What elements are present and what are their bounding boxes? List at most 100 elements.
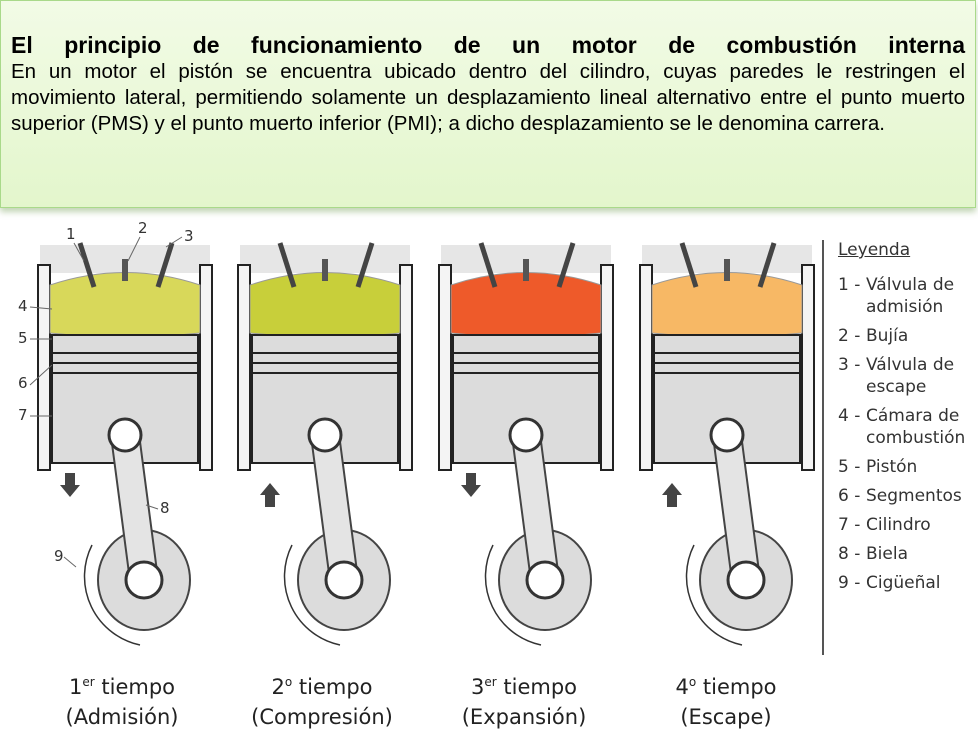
- stroke-number: 1: [68, 675, 83, 699]
- rotation-arc: [283, 544, 341, 646]
- rotation-arc: [83, 544, 141, 646]
- engine-cylinder-3: [438, 242, 614, 646]
- spark-plug: [322, 259, 328, 281]
- piston-direction-arrow: [461, 473, 481, 497]
- rotation-arc: [484, 544, 542, 646]
- legend-item: 8 -Biela: [838, 543, 978, 565]
- connecting-rod-fill: [312, 422, 357, 593]
- stroke-caption-3: 3er tiempo (Expansión): [424, 667, 624, 732]
- crank-pin: [525, 560, 565, 600]
- part-number-6: 6: [18, 374, 28, 392]
- combustion-chamber: [651, 272, 803, 338]
- legend-number: 4 -: [838, 406, 861, 426]
- legend-title: Leyenda: [838, 240, 911, 260]
- stroke-word: tiempo: [101, 675, 175, 699]
- legend-label: Cigüeñal: [866, 573, 941, 593]
- legend-item: 3 -Válvula de escape: [838, 354, 978, 398]
- legend-number: 7 -: [838, 515, 861, 535]
- stroke-ordinal: o: [284, 675, 293, 689]
- legend: Leyenda 1 -Válvula de admisión 2 -Bujía …: [838, 240, 978, 601]
- combustion-chamber: [49, 272, 201, 338]
- legend-label: Pistón: [866, 457, 918, 477]
- part-number-8: 8: [160, 499, 170, 517]
- cylinder-wall-left: [639, 264, 653, 471]
- exhaust-valve: [556, 242, 576, 288]
- slide-title: El principio de funcionamiento de un mot…: [11, 32, 965, 58]
- stroke-ordinal: er: [82, 675, 95, 689]
- connecting-rod-fill: [112, 422, 157, 593]
- intake-valve: [77, 242, 97, 288]
- piston-direction-arrow: [260, 483, 280, 507]
- engine-cylinder-1: [37, 242, 213, 646]
- legend-label: Cámara de combustión: [866, 406, 966, 448]
- legend-number: 2 -: [838, 326, 861, 346]
- stroke-caption-4: 4o tiempo (Escape): [626, 667, 826, 732]
- piston-pin: [107, 417, 143, 453]
- spark-plug: [724, 259, 730, 281]
- legend-divider: [822, 240, 824, 655]
- spark-plug: [523, 259, 529, 281]
- piston-direction-arrow: [60, 473, 80, 497]
- legend-label: Segmentos: [866, 486, 962, 506]
- stroke-caption-2: 2o tiempo (Compresión): [222, 667, 422, 732]
- intro-text-box: El principio de funcionamiento de un mot…: [0, 0, 976, 208]
- crank-pin: [124, 560, 164, 600]
- part-number-1: 1: [66, 225, 76, 243]
- piston-pin: [709, 417, 745, 453]
- cylinder-wall-right: [600, 264, 614, 471]
- part-number-3: 3: [184, 227, 194, 245]
- legend-label: Válvula de admisión: [866, 275, 955, 317]
- rotation-arc: [685, 544, 743, 646]
- cylinder-wall-right: [399, 264, 413, 471]
- combustion-chamber: [249, 272, 401, 338]
- stroke-ordinal: o: [688, 675, 697, 689]
- legend-label: Bujía: [866, 326, 909, 346]
- legend-label: Biela: [866, 544, 908, 564]
- crank-pin: [324, 560, 364, 600]
- stroke-caption-1: 1er tiempo (Admisión): [22, 667, 222, 732]
- part-leader-lines: [29, 236, 183, 568]
- piston-direction-arrow: [662, 483, 682, 507]
- engine-strokes-diagram: 1 2 3 4 5 6 7 8 9: [18, 219, 815, 646]
- stroke-number: 2: [271, 675, 285, 699]
- legend-item: 5 -Pistón: [838, 456, 978, 478]
- stroke-name: (Admisión): [65, 705, 179, 729]
- legend-item: 2 -Bujía: [838, 325, 978, 347]
- intake-valve: [277, 242, 297, 288]
- stroke-name: (Escape): [680, 705, 772, 729]
- spark-plug: [122, 259, 128, 281]
- exhaust-valve: [355, 242, 375, 288]
- legend-number: 3 -: [838, 355, 861, 375]
- engine-cylinder-4: [639, 242, 815, 646]
- connecting-rod-fill: [513, 422, 558, 593]
- engine-cylinder-2: [237, 242, 413, 646]
- stroke-ordinal: er: [484, 675, 497, 689]
- part-number-7: 7: [18, 406, 28, 424]
- intake-valve: [478, 242, 498, 288]
- legend-label: Válvula de escape: [866, 355, 955, 397]
- stroke-name: (Compresión): [251, 705, 393, 729]
- intro-paragraph: En un motor el pistón se encuentra ubica…: [11, 60, 965, 135]
- legend-label: Cilindro: [866, 515, 931, 535]
- cylinder-wall-left: [438, 264, 452, 471]
- legend-number: 8 -: [838, 544, 861, 564]
- legend-item: 4 -Cámara de combustión: [838, 405, 978, 449]
- exhaust-valve: [155, 242, 175, 288]
- legend-number: 9 -: [838, 573, 861, 593]
- part-number-4: 4: [18, 297, 28, 315]
- piston-pin: [508, 417, 544, 453]
- cylinder-wall-right: [199, 264, 213, 471]
- part-number-labels: 1 2 3 4 5 6 7 8 9: [18, 219, 194, 565]
- legend-item: 9 -Cigüeñal: [838, 572, 978, 594]
- part-number-2: 2: [138, 219, 148, 237]
- stroke-number: 3: [470, 675, 485, 699]
- part-number-9: 9: [54, 547, 64, 565]
- piston-pin: [307, 417, 343, 453]
- connecting-rod-fill: [714, 422, 759, 593]
- cylinder-wall-left: [237, 264, 251, 471]
- exhaust-valve: [757, 242, 777, 288]
- cylinder-wall-left: [37, 264, 51, 471]
- stroke-word: tiempo: [702, 675, 777, 699]
- legend-item: 7 -Cilindro: [838, 514, 978, 536]
- legend-item: 1 -Válvula de admisión: [838, 274, 978, 318]
